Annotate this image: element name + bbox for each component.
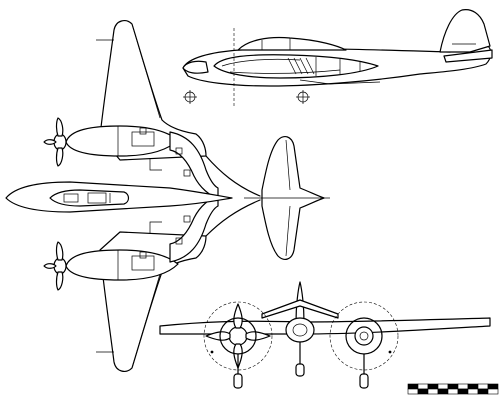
scale-bar-segment [487, 388, 499, 395]
scale-bar-segment [467, 383, 479, 390]
scale-bar-segment [467, 388, 479, 395]
side-view [182, 9, 493, 106]
scale-bar-segment [457, 388, 469, 395]
side-tail-fin [439, 9, 491, 53]
scale-bar-segment [477, 383, 489, 390]
propeller-icon [354, 326, 374, 346]
front-left-prop-disc [203, 301, 273, 371]
scale-bar-segment [487, 383, 499, 390]
propeller-icon [43, 117, 67, 167]
front-right-prop-disc [329, 301, 399, 371]
scale-bar-segment [407, 383, 419, 390]
scale-bar-segment [437, 388, 449, 395]
side-nacelle [213, 54, 379, 79]
top-view [5, 20, 330, 372]
center-mark-icon [296, 90, 310, 104]
scale-bar-segment [427, 383, 439, 390]
scale-bar [407, 383, 499, 395]
top-lower-nacelle [65, 249, 179, 281]
front-view [159, 281, 491, 389]
scale-bar-segment [427, 388, 439, 395]
scale-bar-segment [417, 383, 429, 390]
scale-bar-segment [447, 388, 459, 395]
front-fuselage [285, 317, 315, 343]
front-landing-gear [233, 341, 369, 389]
scale-bar-segment [437, 383, 449, 390]
scale-bar-segment [457, 383, 469, 390]
front-wing [159, 317, 491, 335]
propeller-icon [43, 241, 67, 291]
scale-bar-segment [407, 388, 419, 395]
side-exhaust [287, 57, 315, 75]
scale-bar-segment [447, 383, 459, 390]
top-cockpit [49, 189, 130, 207]
side-canopy [237, 36, 347, 51]
propeller-icon [205, 303, 271, 369]
scale-bar-segment [417, 388, 429, 395]
scale-bar-segment [477, 388, 489, 395]
center-mark-icon [183, 90, 197, 104]
